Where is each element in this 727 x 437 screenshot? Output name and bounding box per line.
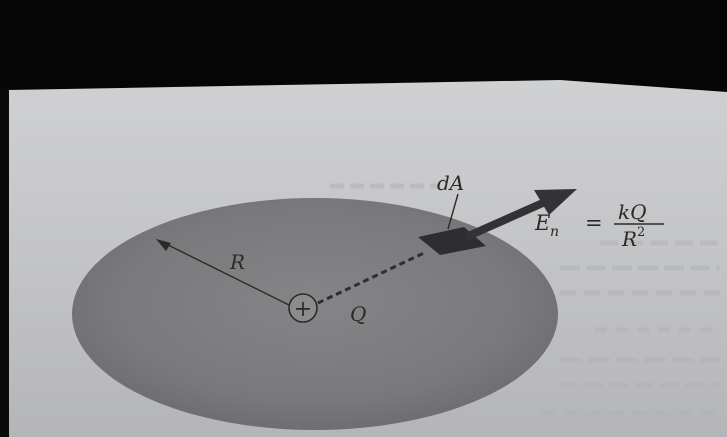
formula-numerator: kQ <box>618 200 647 224</box>
area-label-pointer <box>447 193 459 230</box>
radius-line <box>161 241 292 307</box>
formula-denominator: R <box>621 227 637 251</box>
radius-label: R <box>229 250 245 274</box>
charge-circle <box>288 293 318 323</box>
charge-plus-icon: + <box>294 297 312 322</box>
formula-exponent: 2 <box>637 225 645 240</box>
field-formula: E n = kQ R 2 <box>534 200 664 251</box>
page-left-shadow <box>0 88 9 437</box>
field-subscript: n <box>550 224 559 240</box>
field-vector-line <box>464 198 547 241</box>
radius-arrowhead-icon <box>156 239 171 251</box>
bleed-through-text <box>330 183 720 416</box>
area-element-label: dA <box>437 171 464 195</box>
field-symbol: E <box>534 211 550 235</box>
equals-sign: = <box>585 211 603 235</box>
field-arrowhead-icon <box>534 189 577 215</box>
charge-label: Q <box>350 302 366 326</box>
